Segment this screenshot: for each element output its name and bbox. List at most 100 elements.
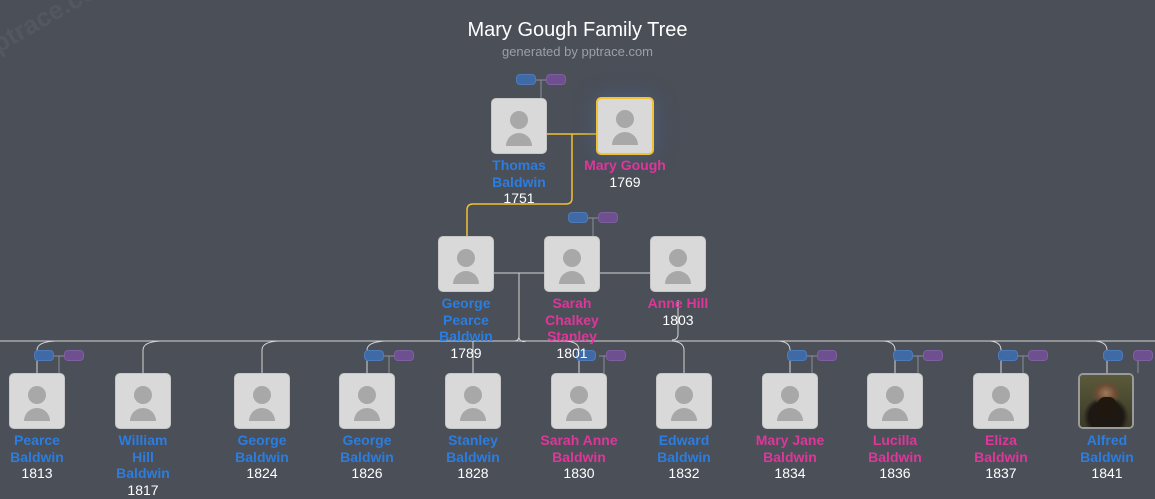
person-card-child[interactable] <box>234 373 290 429</box>
spouse-toggle-female[interactable] <box>923 350 943 361</box>
person-card-child[interactable] <box>867 373 923 429</box>
person-label[interactable]: Sarah Anne Baldwin 1830 <box>524 432 634 482</box>
person-placeholder-icon <box>457 249 475 267</box>
spouse-toggle-female[interactable] <box>1133 350 1153 361</box>
person-placeholder-icon <box>616 110 634 128</box>
person-placeholder-icon <box>669 249 687 267</box>
person-card-mary-gough[interactable] <box>596 97 654 155</box>
person-card-child[interactable] <box>115 373 171 429</box>
person-year: 1803 <box>662 311 694 328</box>
person-placeholder-icon <box>28 386 46 404</box>
person-year: 1826 <box>351 465 383 481</box>
person-label[interactable]: Eliza Baldwin 1837 <box>946 432 1056 482</box>
spouse-toggle-female[interactable] <box>817 350 837 361</box>
spouse-toggle-male[interactable] <box>516 74 536 85</box>
person-placeholder-body <box>460 408 486 421</box>
person-card-child[interactable] <box>9 373 65 429</box>
person-card-child[interactable] <box>551 373 607 429</box>
person-year: 1830 <box>563 465 595 481</box>
person-placeholder-icon <box>992 386 1010 404</box>
person-name: Pearce Baldwin <box>10 432 64 465</box>
person-card-thomas-baldwin[interactable] <box>491 98 547 154</box>
person-name: Mary Jane Baldwin <box>755 432 825 465</box>
person-name: Mary Gough <box>584 157 666 173</box>
person-placeholder-icon <box>253 386 271 404</box>
person-card-child[interactable] <box>762 373 818 429</box>
spouse-toggle-male[interactable] <box>576 350 596 361</box>
person-name: William Hill Baldwin <box>116 432 170 481</box>
page-subtitle: generated by pptrace.com <box>501 44 654 59</box>
person-card-sarah-chalkey-stanley[interactable] <box>544 236 600 292</box>
person-name: Sarah Anne Baldwin <box>540 432 618 465</box>
person-year: 1841 <box>1091 465 1123 481</box>
person-placeholder-body <box>612 132 638 145</box>
spouse-toggle-male[interactable] <box>998 350 1018 361</box>
person-year: 1751 <box>503 190 535 206</box>
person-card-child[interactable] <box>339 373 395 429</box>
person-placeholder-icon <box>134 386 152 404</box>
person-label[interactable]: George Baldwin 1826 <box>312 432 422 482</box>
person-card-alfred-baldwin[interactable] <box>1078 373 1134 429</box>
person-label[interactable]: Sarah Chalkey Stanley 1801 <box>517 295 627 361</box>
spouse-toggle-female[interactable] <box>546 74 566 85</box>
person-placeholder-body <box>988 408 1014 421</box>
person-placeholder-body <box>566 408 592 421</box>
spouse-toggle-male[interactable] <box>568 212 588 223</box>
spouse-toggle-female[interactable] <box>394 350 414 361</box>
person-name: George Pearce Baldwin <box>439 295 493 344</box>
person-placeholder-icon <box>781 386 799 404</box>
person-year: 1769 <box>609 173 641 190</box>
person-name: Anne Hill <box>647 295 709 311</box>
person-year: 1832 <box>668 465 700 481</box>
person-label[interactable]: Pearce Baldwin 1813 <box>0 432 92 482</box>
person-placeholder-body <box>671 408 697 421</box>
person-placeholder-body <box>882 408 908 421</box>
person-year: 1801 <box>556 344 588 361</box>
person-name: George Baldwin <box>235 432 289 465</box>
person-label[interactable]: Lucilla Baldwin 1836 <box>840 432 950 482</box>
person-label[interactable]: George Pearce Baldwin 1789 <box>411 295 521 361</box>
person-placeholder-icon <box>563 249 581 267</box>
person-label[interactable]: Anne Hill 1803 <box>623 295 733 328</box>
person-label[interactable]: Stanley Baldwin 1828 <box>418 432 528 482</box>
spouse-toggle-male[interactable] <box>893 350 913 361</box>
spouse-toggle-female[interactable] <box>1028 350 1048 361</box>
person-placeholder-icon <box>358 386 376 404</box>
spouse-toggle-female[interactable] <box>64 350 84 361</box>
person-label[interactable]: Thomas Baldwin 1751 <box>464 157 574 207</box>
person-label[interactable]: Edward Baldwin 1832 <box>629 432 739 482</box>
person-name: Sarah Chalkey Stanley <box>545 295 599 344</box>
person-placeholder-body <box>453 271 479 284</box>
person-placeholder-icon <box>886 386 904 404</box>
spouse-toggle-female[interactable] <box>598 212 618 223</box>
spouse-toggle-male[interactable] <box>364 350 384 361</box>
person-placeholder-body <box>130 408 156 421</box>
person-label[interactable]: George Baldwin 1824 <box>207 432 317 482</box>
person-card-child[interactable] <box>973 373 1029 429</box>
person-name: George Baldwin <box>340 432 394 465</box>
person-name: Alfred Baldwin <box>1080 432 1134 465</box>
person-name: Stanley Baldwin <box>446 432 500 465</box>
person-name: Thomas Baldwin <box>492 157 546 190</box>
person-placeholder-icon <box>464 386 482 404</box>
person-year: 1817 <box>127 481 159 498</box>
person-label[interactable]: William Hill Baldwin 1817 <box>88 432 198 498</box>
spouse-toggle-male[interactable] <box>1103 350 1123 361</box>
person-label[interactable]: Mary Gough 1769 <box>570 157 680 190</box>
spouse-toggle-female[interactable] <box>606 350 626 361</box>
person-label[interactable]: Alfred Baldwin 1841 <box>1052 432 1155 482</box>
person-year: 1813 <box>21 465 53 481</box>
person-card-child[interactable] <box>656 373 712 429</box>
spouse-toggle-male[interactable] <box>787 350 807 361</box>
person-label[interactable]: Mary Jane Baldwin 1834 <box>735 432 845 482</box>
person-card-george-pearce-baldwin[interactable] <box>438 236 494 292</box>
person-card-child[interactable] <box>445 373 501 429</box>
person-card-anne-hill[interactable] <box>650 236 706 292</box>
person-year: 1789 <box>450 344 482 361</box>
person-name: Edward Baldwin <box>657 432 711 465</box>
person-year: 1834 <box>774 465 806 481</box>
person-placeholder-body <box>249 408 275 421</box>
person-year: 1824 <box>246 465 278 481</box>
spouse-toggle-male[interactable] <box>34 350 54 361</box>
page-title: Mary Gough Family Tree <box>467 19 688 41</box>
